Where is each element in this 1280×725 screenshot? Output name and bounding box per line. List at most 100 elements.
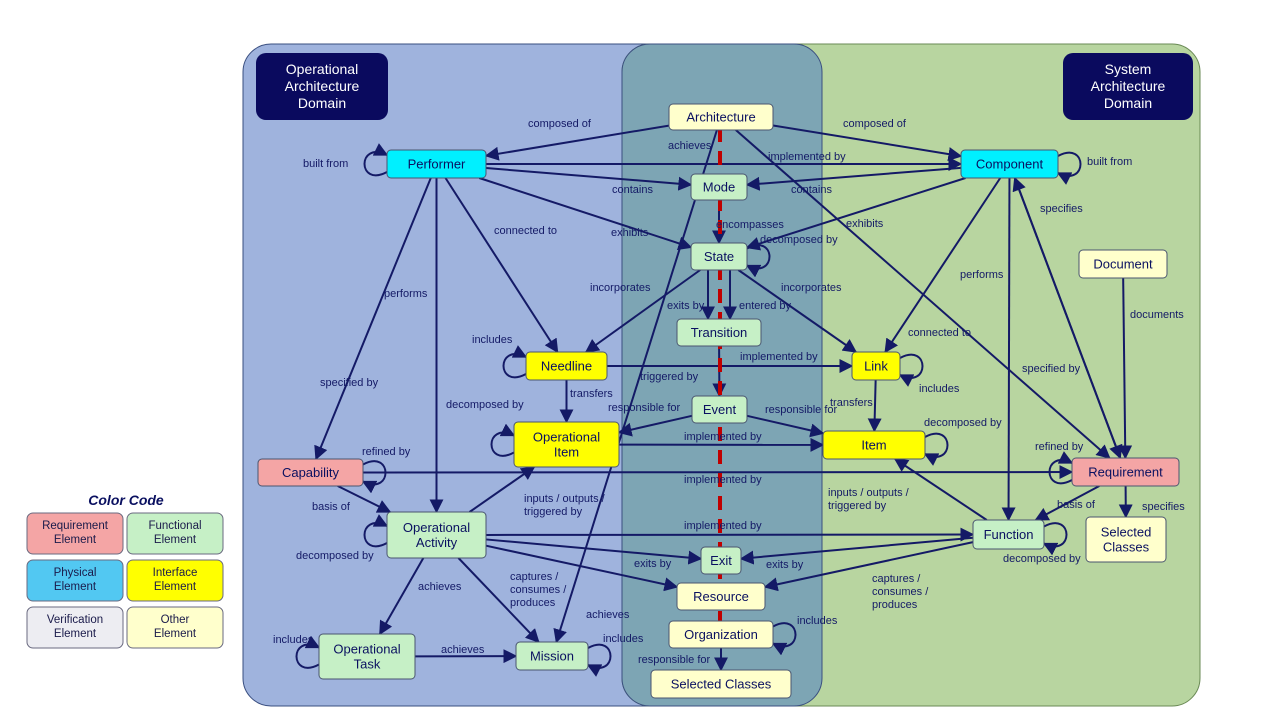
legend-label-functional: Element	[154, 534, 197, 546]
node-label-selected-classes-bottom: Selected Classes	[671, 677, 772, 692]
edge-label-operational-activity-resource: captures /	[510, 571, 559, 583]
edge-label-requirement-component: specifies	[1040, 203, 1083, 215]
self-loop-label-operational-task: includes	[273, 634, 314, 646]
edge-label-component-link: connected to	[908, 327, 971, 339]
edge-label-needline-link: implemented by	[740, 351, 818, 363]
node-component[interactable]: Component	[961, 150, 1058, 178]
edge-label-function-item: triggered by	[828, 500, 887, 512]
edge-label-event-operational-item: responsible for	[608, 402, 680, 414]
edge-link-to-item	[874, 380, 875, 431]
edge-label-operational-activity-exit: exits by	[634, 558, 672, 570]
node-link[interactable]: Link	[852, 352, 900, 380]
node-state[interactable]: State	[691, 243, 747, 270]
node-label-operational-activity: Operational	[403, 520, 470, 535]
node-label-needline: Needline	[541, 359, 592, 374]
node-label-mode: Mode	[703, 180, 736, 195]
node-needline[interactable]: Needline	[526, 352, 607, 380]
edge-label-operational-activity-operational-item: triggered by	[524, 506, 583, 518]
edge-label-state-transition: entered by	[739, 300, 791, 312]
node-function[interactable]: Function	[973, 520, 1044, 549]
node-label-resource: Resource	[693, 589, 749, 604]
edge-label-needline-operational-item: transfers	[570, 388, 613, 400]
edge-label-event-item: responsible for	[765, 404, 837, 416]
edge-label-architecture-component: composed of	[843, 118, 907, 130]
system-header-line-1: System	[1105, 61, 1152, 77]
self-loop-label-state: decomposed by	[760, 234, 838, 246]
self-loop-label-component: built from	[1087, 156, 1132, 168]
node-organization[interactable]: Organization	[669, 621, 773, 648]
node-requirement[interactable]: Requirement	[1072, 458, 1179, 486]
edge-label-architecture-mission: achieves	[668, 140, 712, 152]
legend-label-functional: Functional	[148, 520, 201, 532]
node-label-operational-activity: Activity	[416, 535, 458, 550]
node-performer[interactable]: Performer	[387, 150, 486, 178]
node-label-organization: Organization	[684, 627, 758, 642]
node-label-transition: Transition	[691, 325, 748, 340]
operational-header-line-3: Domain	[298, 95, 346, 111]
node-label-operational-item: Operational	[533, 430, 600, 445]
edge-label-state-needline: incorporates	[590, 282, 651, 294]
legend-label-interface: Interface	[153, 567, 198, 579]
edge-label-component-requirement: specified by	[1022, 363, 1081, 375]
system-domain-header: System Architecture Domain	[1063, 53, 1193, 120]
edge-label-document-requirement: documents	[1130, 309, 1184, 321]
node-label-selected-classes-right: Classes	[1103, 540, 1150, 555]
node-transition[interactable]: Transition	[677, 319, 761, 346]
edge-label-architecture-performer: composed of	[528, 118, 592, 130]
edge-label-performer-capability: specified by	[320, 377, 379, 389]
edge-label-state-link: incorporates	[781, 282, 842, 294]
node-architecture[interactable]: Architecture	[669, 104, 773, 130]
node-event[interactable]: Event	[692, 396, 747, 423]
edge-label-operational-activity-resource: consumes /	[510, 584, 567, 596]
node-resource[interactable]: Resource	[677, 583, 765, 610]
node-label-link: Link	[864, 359, 888, 374]
edge-label-performer-needline: connected to	[494, 225, 557, 237]
node-label-selected-classes-right: Selected	[1101, 525, 1152, 540]
node-item[interactable]: Item	[823, 431, 925, 459]
node-capability[interactable]: Capability	[258, 459, 363, 486]
edge-label-function-resource: produces	[872, 599, 918, 611]
node-label-operational-task: Task	[354, 657, 381, 672]
node-label-function: Function	[984, 527, 1034, 542]
node-label-capability: Capability	[282, 465, 340, 480]
node-label-requirement: Requirement	[1088, 465, 1163, 480]
node-label-architecture: Architecture	[686, 110, 755, 125]
edge-label-capability-operational-activity: basis of	[312, 501, 351, 513]
node-selected-classes-bottom[interactable]: Selected Classes	[651, 670, 791, 698]
edge-label-operational-activity-mission: achieves	[586, 609, 630, 621]
edge-label-performer-component: implemented by	[768, 151, 846, 163]
self-loop-label-requirement: refined by	[1035, 441, 1084, 453]
edge-label-component-mode: contains	[791, 184, 832, 196]
edge-label-function-resource: consumes /	[872, 586, 929, 598]
edge-label-performer-state: exhibits	[611, 227, 649, 239]
legend-label-requirement: Element	[54, 534, 97, 546]
node-mode[interactable]: Mode	[691, 174, 747, 200]
legend-label-physical: Physical	[54, 567, 97, 579]
self-loop-label-function: decomposed by	[1003, 553, 1081, 565]
edge-label-state-transition: exits by	[667, 300, 705, 312]
edge-label-function-resource: captures /	[872, 573, 921, 585]
node-mission[interactable]: Mission	[516, 642, 588, 670]
node-label-component: Component	[976, 157, 1044, 172]
node-label-mission: Mission	[530, 649, 574, 664]
edge-label-function-exit: exits by	[766, 559, 804, 571]
self-loop-label-organization: includes	[797, 615, 838, 627]
node-exit[interactable]: Exit	[701, 547, 741, 574]
system-header-line-3: Domain	[1104, 95, 1152, 111]
node-document[interactable]: Document	[1079, 250, 1167, 278]
edge-component-to-function	[1009, 178, 1010, 520]
legend-label-physical: Element	[54, 581, 97, 593]
node-label-exit: Exit	[710, 553, 732, 568]
edge-label-capability-requirement: implemented by	[684, 474, 762, 486]
edge-label-operational-activity-resource: produces	[510, 597, 556, 609]
